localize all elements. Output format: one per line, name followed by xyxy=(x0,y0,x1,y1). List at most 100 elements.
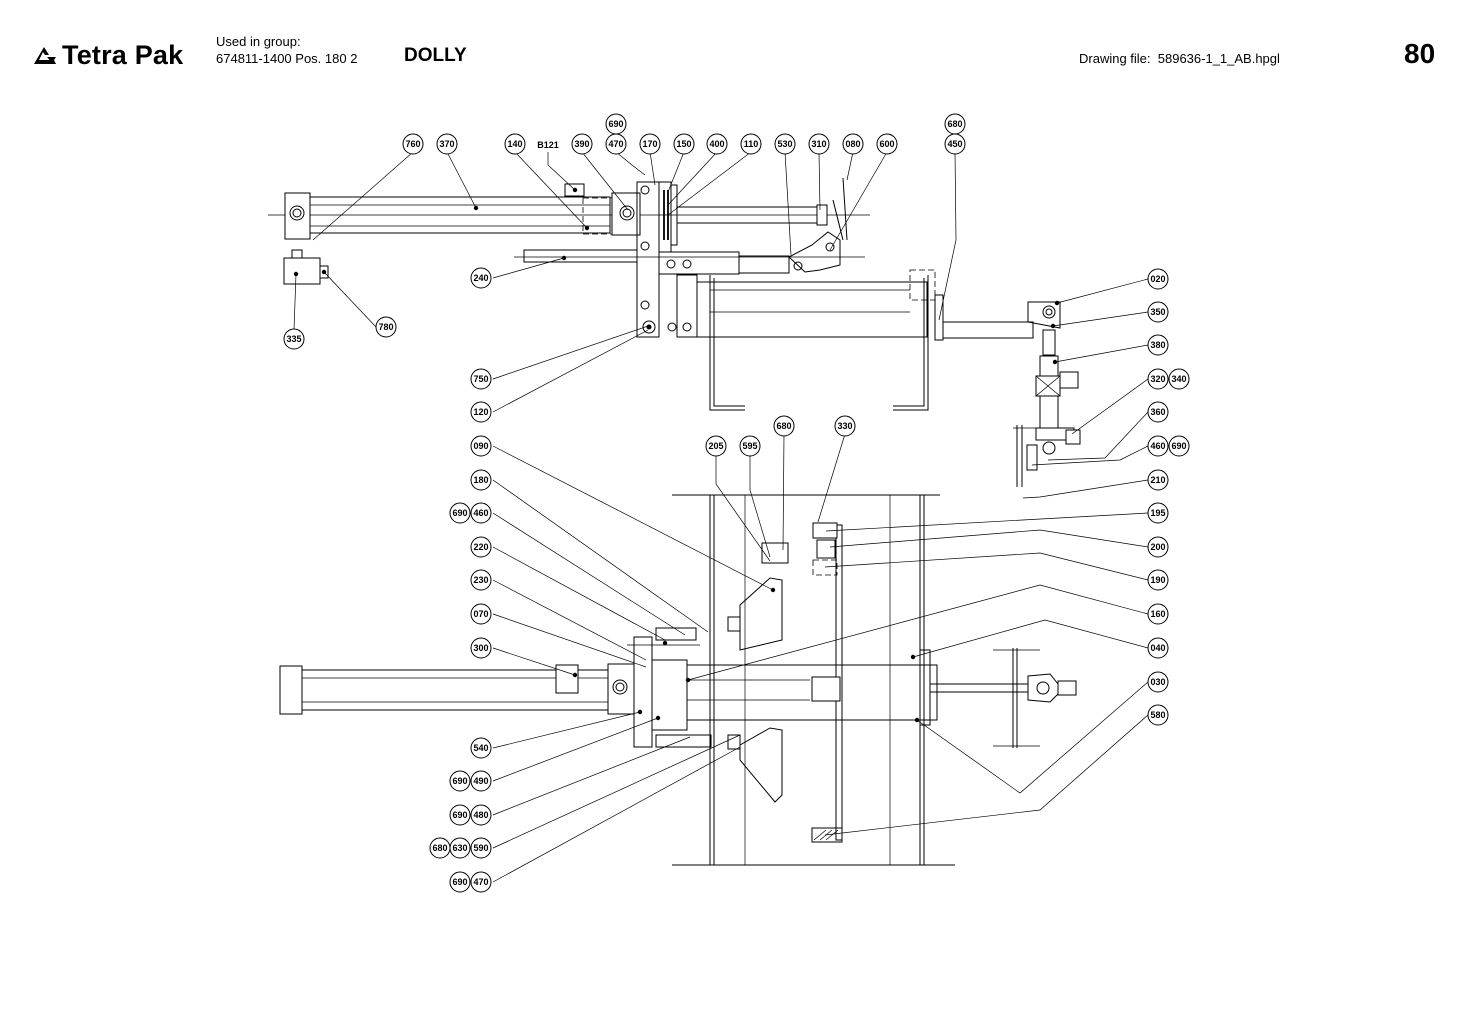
callout-170: 170 xyxy=(639,133,661,155)
tetra-pak-logo: Tetra Pak xyxy=(32,38,183,72)
tag-b121: B121 xyxy=(537,140,559,150)
callout-number: 780 xyxy=(378,322,393,332)
callout-circle xyxy=(773,415,795,437)
callout-number: 450 xyxy=(947,139,962,149)
callout-circle xyxy=(470,469,492,491)
callout-150: 150 xyxy=(673,133,695,155)
callout-750: 750 xyxy=(470,368,492,390)
callout-460: 460 xyxy=(470,502,492,524)
callout-number: 680 xyxy=(432,843,447,853)
callout-number: 180 xyxy=(473,475,488,485)
callout-circle xyxy=(470,603,492,625)
callout-680: 680 xyxy=(773,415,795,437)
callout-690: 690 xyxy=(1168,435,1190,457)
callout-195: 195 xyxy=(1147,502,1169,524)
callout-number: 310 xyxy=(811,139,826,149)
callout-circle xyxy=(1147,569,1169,591)
callout-number: 220 xyxy=(473,542,488,552)
callout-number: 580 xyxy=(1150,710,1165,720)
callout-circle xyxy=(1147,368,1169,390)
callout-number: 150 xyxy=(676,139,691,149)
callout-205: 205 xyxy=(705,435,727,457)
leader-lines xyxy=(293,151,1149,883)
callout-number: 490 xyxy=(473,776,488,786)
callout-600: 600 xyxy=(876,133,898,155)
used-in-group-label: Used in group: xyxy=(216,34,301,49)
brand-name: Tetra Pak xyxy=(62,39,184,70)
callout-number: 340 xyxy=(1171,374,1186,384)
callout-circle xyxy=(470,637,492,659)
callout-number: 335 xyxy=(286,334,301,344)
callout-circle xyxy=(1147,469,1169,491)
callout-number: 240 xyxy=(473,273,488,283)
callout-number: 080 xyxy=(845,139,860,149)
callout-circle xyxy=(740,133,762,155)
callout-200: 200 xyxy=(1147,536,1169,558)
callout-690: 690 xyxy=(449,502,471,524)
callout-number: 540 xyxy=(473,743,488,753)
page-title: DOLLY xyxy=(404,45,467,66)
callout-335: 335 xyxy=(283,328,305,350)
callout-360: 360 xyxy=(1147,401,1169,423)
callout-number: 690 xyxy=(452,810,467,820)
callout-680: 680 xyxy=(429,837,451,859)
callout-690: 690 xyxy=(449,770,471,792)
callout-number: 120 xyxy=(473,407,488,417)
callout-580: 580 xyxy=(1147,704,1169,726)
callout-circle xyxy=(1168,368,1190,390)
callout-380: 380 xyxy=(1147,334,1169,356)
callout-number: 030 xyxy=(1150,677,1165,687)
callout-circle xyxy=(449,804,471,826)
callout-circle xyxy=(470,837,492,859)
callout-070: 070 xyxy=(470,603,492,625)
callout-circle xyxy=(673,133,695,155)
callout-number: 760 xyxy=(405,139,420,149)
callout-circle xyxy=(470,569,492,591)
callout-number: 170 xyxy=(642,139,657,149)
callout-circle xyxy=(1147,704,1169,726)
callout-470: 470 xyxy=(470,871,492,893)
callout-circle xyxy=(876,133,898,155)
callout-circle xyxy=(706,133,728,155)
callout-number: 470 xyxy=(608,139,623,149)
callout-number: 400 xyxy=(709,139,724,149)
callout-630: 630 xyxy=(449,837,471,859)
callout-160: 160 xyxy=(1147,603,1169,625)
callout-circle xyxy=(470,770,492,792)
callout-number: 195 xyxy=(1150,508,1165,518)
callout-number: 480 xyxy=(473,810,488,820)
top-assembly xyxy=(268,177,1081,487)
callout-490: 490 xyxy=(470,770,492,792)
used-in-group-value: 674811-1400 Pos. 180 2 xyxy=(216,51,358,66)
callout-690: 690 xyxy=(449,804,471,826)
callout-circle xyxy=(1147,637,1169,659)
callout-460: 460 xyxy=(1147,435,1169,457)
callout-number: 350 xyxy=(1150,307,1165,317)
callout-number: 040 xyxy=(1150,643,1165,653)
callout-030: 030 xyxy=(1147,671,1169,693)
callout-number: 190 xyxy=(1150,575,1165,585)
callout-number: 690 xyxy=(608,119,623,129)
callout-circle xyxy=(1168,435,1190,457)
callout-number: 230 xyxy=(473,575,488,585)
callout-circle xyxy=(449,770,471,792)
callout-number: 110 xyxy=(744,139,759,149)
callout-number: 680 xyxy=(947,119,962,129)
callout-circle xyxy=(739,435,761,457)
callout-circle xyxy=(470,435,492,457)
callout-number: 300 xyxy=(473,643,488,653)
callout-circle xyxy=(1147,301,1169,323)
callout-circle xyxy=(283,328,305,350)
callout-circle xyxy=(470,267,492,289)
callout-number: 160 xyxy=(1150,609,1165,619)
callout-540: 540 xyxy=(470,737,492,759)
bottom-assembly xyxy=(279,494,1077,866)
callout-number: 090 xyxy=(473,441,488,451)
callout-number: 070 xyxy=(473,609,488,619)
callout-number: 210 xyxy=(1150,475,1165,485)
callout-circle xyxy=(449,502,471,524)
callout-320: 320 xyxy=(1147,368,1169,390)
callout-circle xyxy=(834,415,856,437)
leader-dots xyxy=(293,187,1060,723)
